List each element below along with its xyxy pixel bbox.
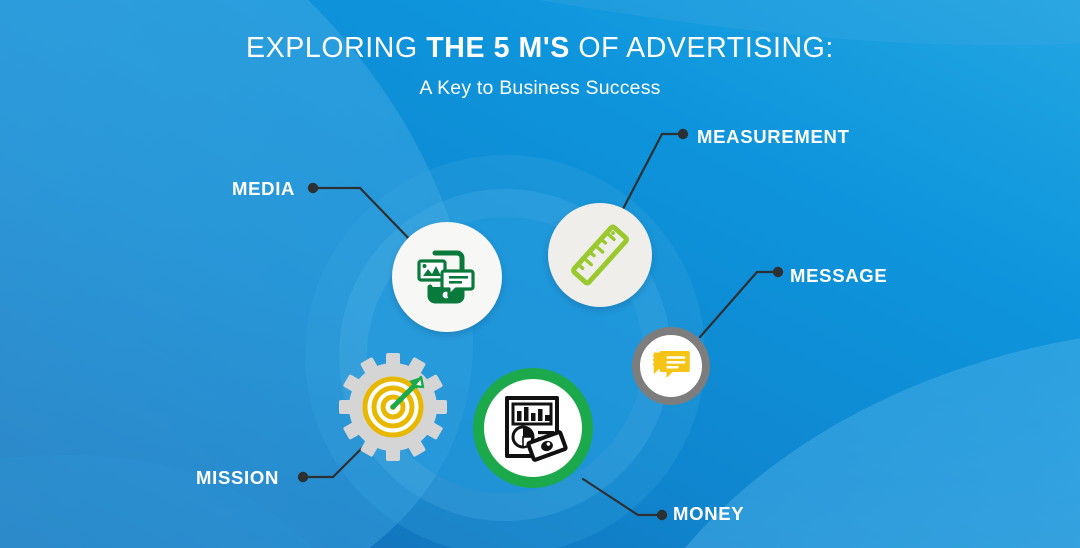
label-measurement: MEASUREMENT — [697, 126, 850, 147]
smartphone-message-icon — [417, 250, 475, 304]
badge-mission — [338, 352, 448, 462]
connector-dots — [297, 128, 784, 521]
connector-dot-media — [307, 182, 319, 194]
bottom-left-curve — [0, 454, 313, 548]
connector-dot-message — [772, 266, 784, 278]
connector-dot-mission — [297, 471, 309, 483]
connector-dot-measurement — [677, 128, 689, 140]
connector-message — [698, 270, 780, 339]
connector-measurement — [621, 132, 685, 211]
label-message: MESSAGE — [790, 265, 888, 286]
bottom-right-curve — [685, 338, 1080, 548]
label-money: MONEY — [673, 503, 745, 524]
badge-money — [473, 368, 593, 488]
dart-icon — [390, 375, 425, 410]
connector-money — [581, 477, 664, 517]
top-sweep-curve — [538, 0, 1080, 46]
ruler-icon — [571, 224, 629, 286]
target-icon — [362, 376, 424, 438]
label-media: MEDIA — [232, 178, 296, 199]
connector-media — [311, 186, 417, 247]
speech-bubbles-icon — [652, 351, 690, 378]
connector-mission — [301, 436, 374, 479]
gear-target-dart-icon — [339, 353, 447, 461]
badge-media — [392, 222, 502, 332]
label-mission: MISSION — [196, 467, 280, 488]
report-banknote-icon — [505, 396, 568, 462]
badge-message — [632, 327, 710, 405]
connector-dot-money — [656, 509, 668, 521]
badge-measurement — [548, 203, 652, 307]
